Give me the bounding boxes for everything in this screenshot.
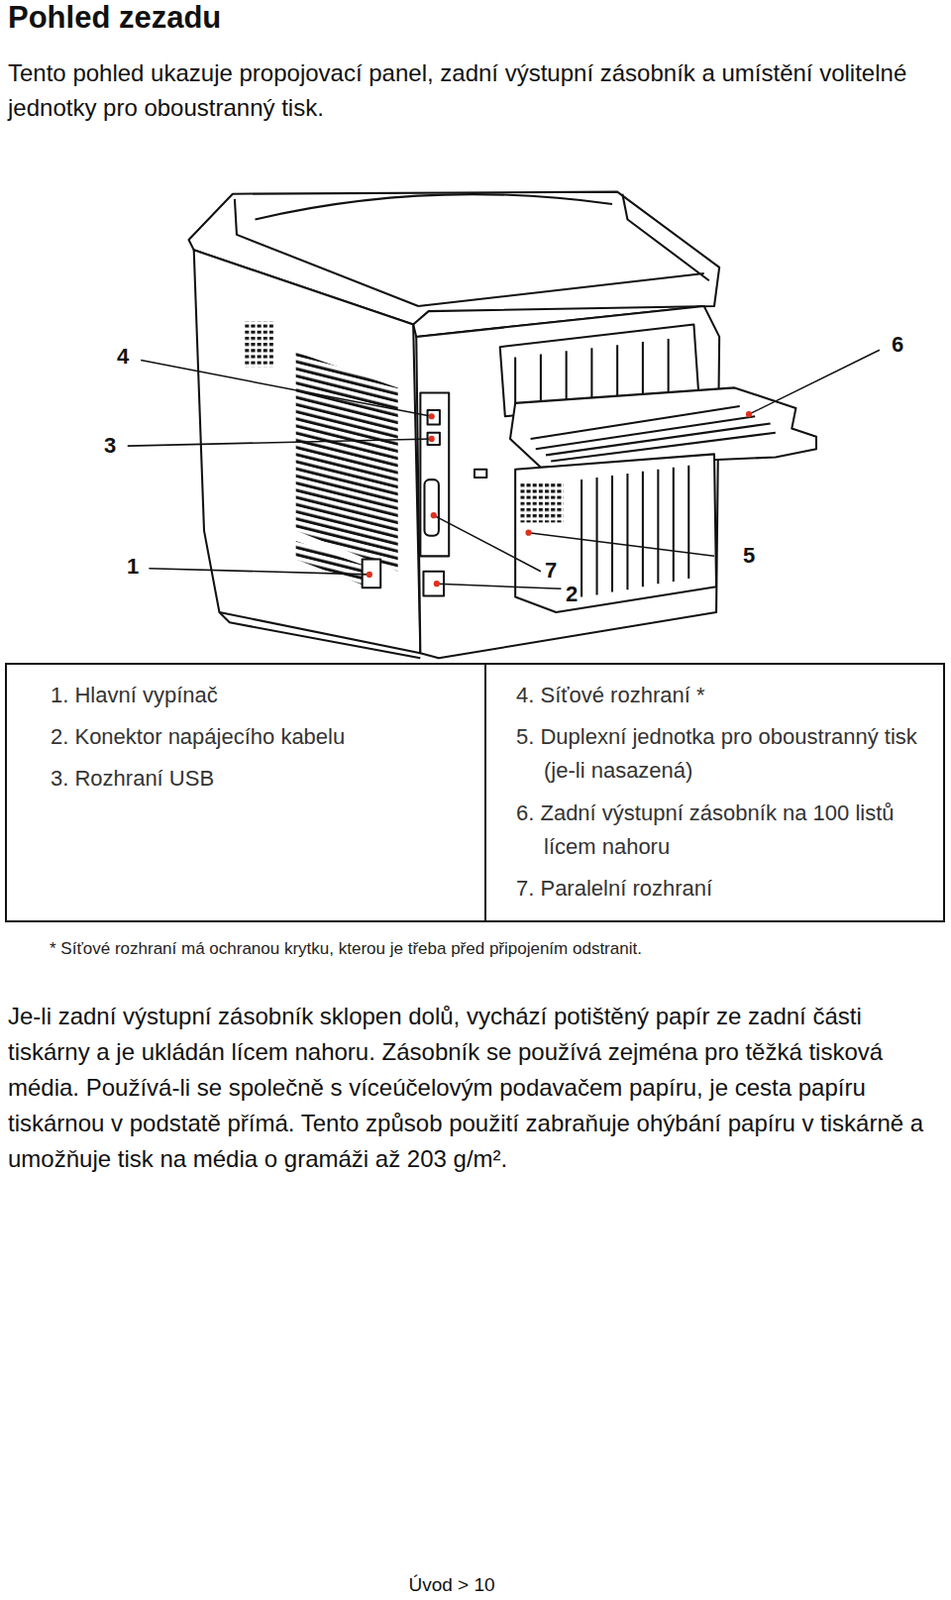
side-panel [194,249,422,653]
interface-panel [420,393,449,557]
illustration-stroke [528,532,715,557]
callout-number: 3 [102,432,118,459]
callout-number: 1 [124,553,141,580]
small-window [474,469,487,478]
lid-curve [255,194,614,219]
intro-text: Tento pohled ukazuje propojovací panel, … [7,55,920,125]
rear-tray [510,387,817,467]
parallel-port [423,479,438,536]
illustration-stroke [430,512,437,519]
body-paragraph: Je-li zadní výstupní zásobník sklopen do… [7,998,935,1177]
legend-item: 3. Rozhraní USB [50,761,495,796]
illustration-stroke [436,583,562,589]
callout-number: 5 [740,542,757,569]
table-cell: 4. Síťové rozhraní * 5. Duplexní jednotka… [484,662,946,923]
page-title: Pohled zezadu [7,0,221,38]
illustration-stroke [748,349,880,415]
illustration-stroke [148,568,369,575]
table-cell: 1. Hlavní vypínač2. Konektor napájecího … [4,662,487,923]
callout-number: 7 [542,557,559,584]
callout-number: 6 [889,331,906,358]
illustration-stroke [745,411,752,418]
side-louvres [296,351,399,571]
legend-item: 4. Síťové rozhraní * [516,678,926,713]
callout-number: 2 [563,581,580,608]
side-vent [244,320,274,367]
legend-item: 1. Hlavní vypínač [50,678,495,713]
callout-dots [366,411,752,587]
duplex-ribs [581,465,689,598]
illustration-stroke [366,571,373,578]
legend-item: 6. Zadní výstupní zásobník na 100 listů … [516,796,926,864]
duplex-vent [520,481,563,523]
base-louvres [296,540,368,587]
illustration-stroke [140,360,432,418]
usb-port [427,432,440,445]
power-switch [362,558,382,588]
illustration-stroke [428,413,435,420]
callout-number: 4 [114,343,131,370]
leader-lines [127,349,880,589]
printer-drawing [127,192,880,659]
legend-item: 2. Konektor napájecího kabelu [50,720,495,754]
illustration-stroke [433,580,440,587]
illustration-stroke [525,529,531,536]
footnote: * Síťové rozhraní má ochranou krytku, kt… [49,937,942,961]
legend-item: 7. Paralelní rozhraní [516,871,926,906]
page-footer: Úvod > 10 [406,1573,497,1597]
illustration-stroke [433,515,541,572]
illustration-stroke [428,435,435,442]
tray-ribs [530,406,776,462]
network-port [427,410,440,424]
legend-item: 5. Duplexní jednotka pro oboustranný tis… [516,720,926,788]
rear-face [416,306,720,658]
illustration-stroke [127,438,432,446]
